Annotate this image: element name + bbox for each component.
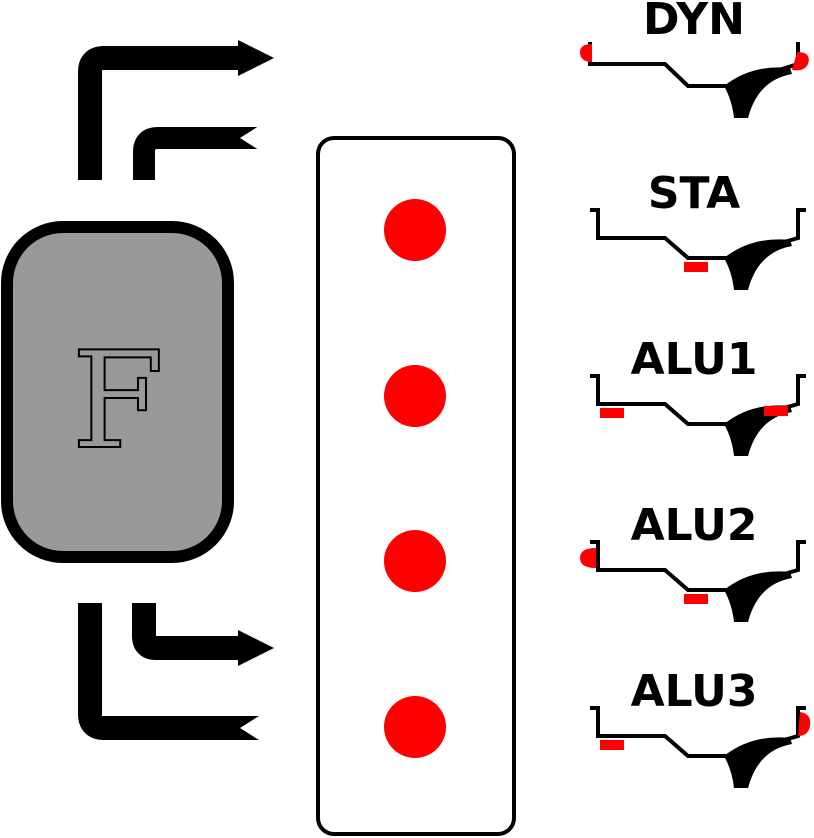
wheel-spoke-curve xyxy=(724,239,792,290)
indicator-panel-frame xyxy=(316,136,516,836)
outgoing-arrowhead-bottom xyxy=(238,630,274,666)
outgoing-arrow-bottom xyxy=(132,603,245,660)
top-arrows xyxy=(78,40,274,180)
indicator-dot xyxy=(384,199,446,261)
profile-label: DYN xyxy=(643,0,745,45)
incoming-arrowhead-top xyxy=(240,124,262,152)
balance-weight-left xyxy=(580,44,592,62)
profile-label: STA xyxy=(648,168,740,219)
balance-weight-left xyxy=(600,408,624,418)
profile-label: ALU3 xyxy=(631,666,758,717)
bottom-arrows xyxy=(78,603,274,742)
balance-weight-center xyxy=(684,262,708,272)
functional-unit: F xyxy=(1,221,234,563)
wheel-spoke-curve xyxy=(724,737,792,788)
wheel-profile-outline xyxy=(590,706,806,758)
balance-weight-right xyxy=(792,52,809,71)
wheel-spoke-curve xyxy=(724,405,792,456)
balance-weight-right xyxy=(764,406,788,416)
profile-label: ALU2 xyxy=(631,500,758,551)
wheel-spoke-curve xyxy=(724,67,792,118)
outgoing-arrowhead-top xyxy=(238,40,274,76)
indicator-panel xyxy=(316,136,516,836)
profile-sta: STA xyxy=(590,168,806,290)
profile-dyn: DYN xyxy=(580,0,809,118)
indicator-dot xyxy=(384,365,446,427)
functional-unit-letter: F xyxy=(72,323,165,479)
profile-alu3: ALU3 xyxy=(590,666,811,788)
indicator-dot xyxy=(384,530,446,592)
functional-unit-box xyxy=(1,221,234,563)
balance-weight-left xyxy=(600,740,624,750)
incoming-arrow-top xyxy=(133,127,262,180)
profile-label: ALU1 xyxy=(631,334,758,385)
balance-weight-right xyxy=(798,712,811,736)
profile-alu1: ALU1 xyxy=(590,334,806,456)
indicator-dot xyxy=(384,696,446,758)
wheel-profile-outline xyxy=(590,540,806,592)
wheel-profile-outline xyxy=(590,374,806,426)
incoming-arrow-bottom xyxy=(78,603,262,740)
outgoing-arrow-top xyxy=(78,46,245,180)
balance-weight-left xyxy=(580,548,596,568)
profile-alu2: ALU2 xyxy=(580,500,806,622)
wheel-profile-outline xyxy=(590,208,806,260)
wheel-spoke-curve xyxy=(724,571,792,622)
incoming-arrowhead-bottom xyxy=(240,714,262,742)
balance-weight-center xyxy=(684,594,708,604)
